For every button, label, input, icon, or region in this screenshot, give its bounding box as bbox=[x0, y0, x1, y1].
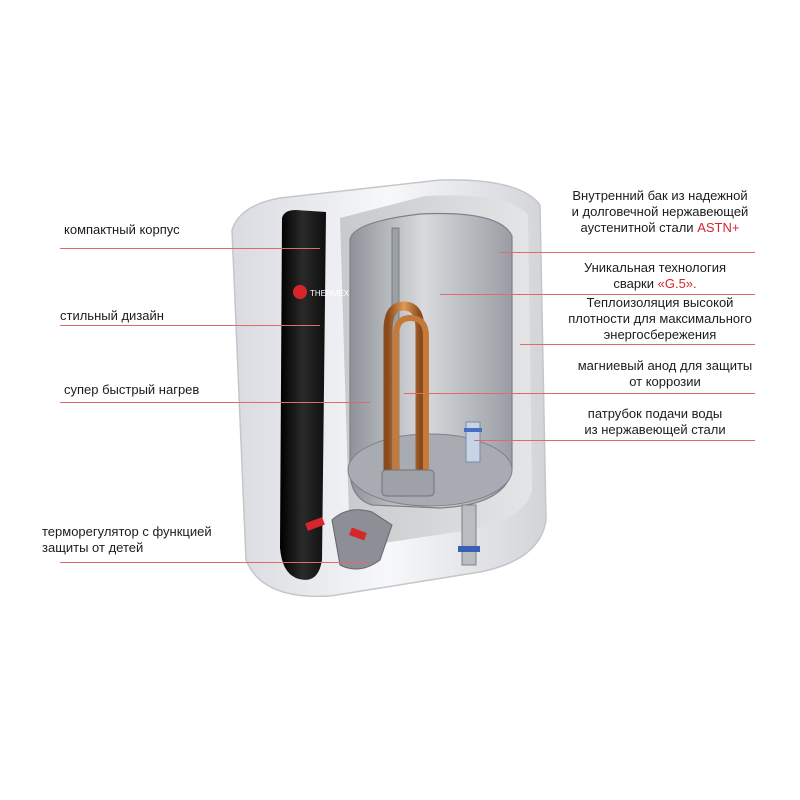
inner-tank-line-3: аустенитной стали ASTN+ bbox=[580, 220, 740, 235]
callout-welding-tech: Уникальная технология сварки «G.5». bbox=[560, 260, 750, 292]
astn-accent: ASTN+ bbox=[697, 220, 740, 235]
logo-text: THERMEX bbox=[310, 289, 350, 298]
callout-insulation: Теплоизоляция высокой плотности для макс… bbox=[552, 295, 768, 343]
thermostat-line-1: терморегулятор с функцией bbox=[42, 524, 212, 539]
callout-inlet-pipe: патрубок подачи воды из нержавеющей стал… bbox=[560, 406, 750, 438]
callout-fast-heating: супер быстрый нагрев bbox=[64, 382, 200, 397]
insulation-line-1: Теплоизоляция высокой bbox=[586, 295, 734, 310]
outlet-pipe bbox=[461, 504, 477, 566]
callout-inner-tank: Внутренний бак из надежной и долговечной… bbox=[560, 188, 760, 236]
anode-line-2: от коррозии bbox=[629, 374, 701, 389]
inner-tank-line-1: Внутренний бак из надежной bbox=[572, 188, 748, 203]
thermostat-line-2: защиты от детей bbox=[42, 540, 144, 555]
callout-thermostat: терморегулятор с функцией защиты от дете… bbox=[42, 524, 212, 556]
callout-stylish-design: стильный дизайн bbox=[60, 308, 164, 323]
callout-compact-body: компактный корпус bbox=[64, 222, 180, 237]
pipe-line-2: из нержавеющей стали bbox=[584, 422, 726, 437]
pipe-line-1: патрубок подачи воды bbox=[587, 406, 723, 421]
g5-accent: «G.5». bbox=[657, 276, 697, 291]
callout-anode: магниевый анод для защиты от коррозии bbox=[560, 358, 770, 390]
insulation-line-3: энергосбережения bbox=[603, 327, 717, 342]
anode-line-1: магниевый анод для защиты bbox=[577, 358, 753, 373]
tech-line-2: сварки «G.5». bbox=[613, 276, 697, 291]
front-stripe bbox=[280, 210, 326, 580]
tech-line-1: Уникальная технология bbox=[583, 260, 727, 275]
inner-tank-line-2: и долговечной нержавеющей bbox=[571, 204, 749, 219]
logo-mark bbox=[293, 285, 307, 299]
insulation-line-2: плотности для максимального bbox=[568, 311, 752, 326]
thermostat-indicator bbox=[305, 517, 325, 531]
